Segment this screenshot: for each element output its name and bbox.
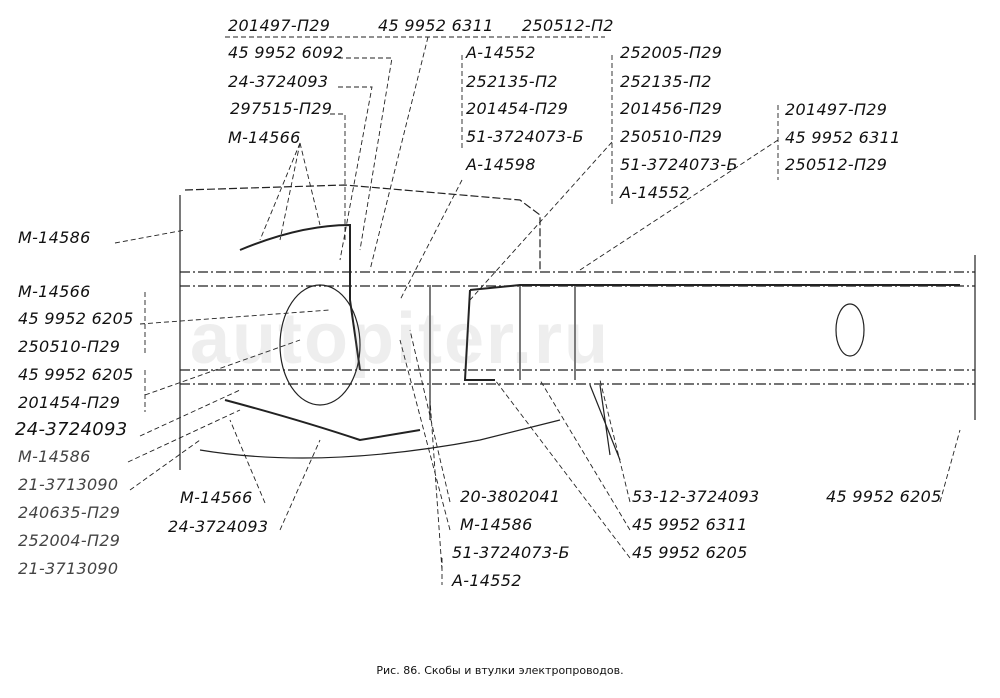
part-label: 51-3724073-Б <box>620 155 738 174</box>
part-label: 45 9952 6205 <box>826 487 942 506</box>
part-label: А-14552 <box>620 183 690 202</box>
part-label: 45 9952 6092 <box>228 43 344 62</box>
part-label: 201456-П29 <box>620 99 723 118</box>
part-label: А-14552 <box>452 571 522 590</box>
part-label: 240635-П29 <box>18 503 121 522</box>
part-label: 250512-П29 <box>785 155 888 174</box>
part-label: 201454-П29 <box>18 393 121 412</box>
part-label: 24-3724093 <box>228 72 329 91</box>
part-label: 252135-П2 <box>620 72 712 91</box>
part-label: 201497-П29 <box>228 16 331 35</box>
part-label: 21-3713090 <box>18 559 119 578</box>
part-label: 24-3724093 <box>15 419 128 440</box>
leader-lines <box>114 36 961 585</box>
part-label: 45 9952 6311 <box>785 128 901 147</box>
part-label: 201497-П29 <box>785 100 888 119</box>
part-label: М-14586 <box>460 515 533 534</box>
part-label: А-14552 <box>466 43 536 62</box>
part-label: 201454-П29 <box>466 99 569 118</box>
part-label: М-14586 <box>18 447 91 466</box>
watermark: autopiter.ru <box>190 299 611 379</box>
part-label: М-14586 <box>18 228 91 247</box>
part-label: 21-3713090 <box>18 475 119 494</box>
part-label: 297515-П29 <box>230 99 333 118</box>
wiring-harness <box>224 223 960 442</box>
part-label: 250510-П29 <box>620 127 723 146</box>
part-label: 51-3724073-Б <box>452 543 570 562</box>
part-label: М-14566 <box>180 488 253 507</box>
figure-caption: Рис. 86. Скобы и втулки электропроводов. <box>376 664 624 677</box>
part-label: 252004-П29 <box>18 531 121 550</box>
part-label: 45 9952 6311 <box>378 16 494 35</box>
part-label: 45 9952 6205 <box>18 309 134 328</box>
part-label: 45 9952 6205 <box>18 365 134 384</box>
part-label: А-14598 <box>466 155 536 174</box>
part-label: 250510-П29 <box>18 337 121 356</box>
part-label: 53-12-3724093 <box>632 487 760 506</box>
part-label: 20-3802041 <box>460 487 561 506</box>
part-label: 45 9952 6311 <box>632 515 748 534</box>
part-label: 45 9952 6205 <box>632 543 748 562</box>
part-label: 250512-П2 <box>522 16 614 35</box>
part-label: 24-3724093 <box>168 517 269 536</box>
part-label: 51-3724073-Б <box>466 127 584 146</box>
part-label: 252005-П29 <box>620 43 723 62</box>
part-label: М-14566 <box>228 128 301 147</box>
part-label: М-14566 <box>18 282 91 301</box>
part-label: 252135-П2 <box>466 72 558 91</box>
